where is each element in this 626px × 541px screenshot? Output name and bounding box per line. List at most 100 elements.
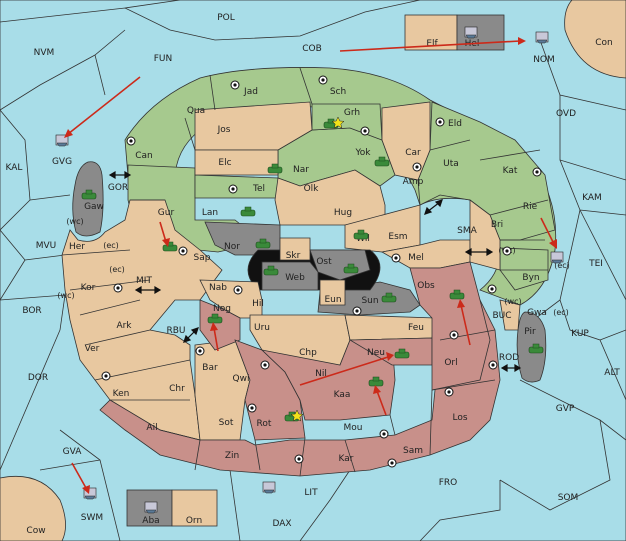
supply-center-icon — [247, 403, 257, 413]
region-eun[interactable] — [319, 279, 346, 306]
label-kup: KUP — [571, 329, 589, 339]
double-arrow-icon — [108, 170, 132, 180]
double-arrow-icon — [183, 327, 199, 343]
label-byn: Byn — [522, 273, 539, 283]
label-rbu: RBU — [166, 326, 185, 336]
fleet-icon — [55, 134, 69, 147]
label-web: Web — [285, 273, 305, 283]
tag-wc-her: (wc) — [66, 217, 83, 226]
region-gwa[interactable] — [499, 299, 521, 331]
label-eun: Eun — [324, 295, 341, 305]
supply-center-icon — [435, 117, 445, 127]
label-gur: Gur — [158, 208, 175, 218]
supply-center-icon — [233, 285, 243, 295]
label-ver: Ver — [85, 344, 100, 354]
fleet-icon — [144, 501, 158, 514]
label-mvu: MVU — [36, 241, 57, 251]
star-markers — [290, 116, 345, 422]
region-con[interactable] — [564, 0, 626, 79]
supply-center-icon — [113, 283, 123, 293]
label-skr: Skr — [286, 251, 301, 261]
label-gor: GOR — [108, 183, 128, 193]
label-ovd: OVD — [556, 109, 576, 119]
label-alt: ALT — [604, 368, 620, 378]
label-sch: Sch — [330, 87, 346, 97]
label-bri: Bri — [491, 220, 503, 230]
region-skr[interactable] — [279, 237, 311, 261]
label-mel: Mel — [408, 253, 424, 263]
arrowhead-icon — [162, 238, 170, 247]
label-gaw: Gaw — [84, 202, 104, 212]
supply-center-icon — [126, 136, 136, 146]
order-arrow — [299, 356, 389, 386]
units — [55, 26, 564, 514]
region-car-amp[interactable] — [381, 101, 431, 181]
order-arrows — [64, 37, 557, 494]
label-car: Car — [405, 148, 421, 158]
supply-center-icon — [195, 346, 205, 356]
label-qwi: Qwi — [233, 374, 250, 384]
label-fro: FRO — [439, 478, 458, 488]
arrowhead-icon — [373, 385, 381, 394]
fleet-icon — [262, 481, 276, 494]
label-hil: Hil — [252, 299, 264, 309]
supply-center-icon — [318, 75, 328, 85]
label-eld: Eld — [448, 119, 462, 129]
tag-ec-rie: (ec) — [554, 261, 570, 270]
sea-labels: POL NVM FUN COB NOM Con OVD KAL GVG GOR … — [6, 13, 621, 536]
label-nog: Nog — [213, 304, 231, 314]
label-ark: Ark — [116, 321, 132, 331]
region-elc[interactable] — [194, 149, 279, 176]
label-lan: Lan — [202, 208, 218, 218]
fleet-icon — [535, 31, 549, 44]
label-dor: DOR — [28, 373, 48, 383]
arrowhead-icon — [64, 129, 73, 138]
region-jos[interactable] — [194, 101, 313, 151]
army-icon — [255, 238, 271, 249]
army-icon — [343, 263, 359, 274]
label-orl: Orl — [444, 358, 457, 368]
supply-center-icon — [502, 246, 512, 256]
label-yok: Yok — [354, 148, 371, 158]
tag-ec-gwa: (ec) — [553, 308, 569, 317]
order-arrow — [159, 221, 167, 243]
supply-center-icon — [391, 253, 401, 263]
label-kat: Kat — [503, 166, 518, 176]
label-swm: SWM — [81, 513, 103, 523]
order-arrow — [67, 76, 141, 135]
supply-center-icon — [178, 246, 188, 256]
army-icon — [368, 376, 384, 387]
fleet-icon — [464, 26, 478, 39]
label-gva: GVA — [63, 447, 83, 457]
label-gvg: GVG — [52, 157, 72, 167]
arrowhead-icon — [549, 239, 557, 249]
region-cow[interactable] — [0, 475, 66, 541]
army-icon — [449, 289, 465, 300]
label-nom: NOM — [533, 55, 555, 65]
double-arrow-icon — [134, 285, 162, 295]
arrowhead-icon — [457, 299, 465, 308]
region-olk-hug[interactable] — [274, 169, 386, 226]
label-rie: Rie — [523, 202, 538, 212]
region-orn[interactable] — [171, 489, 218, 527]
arrowhead-icon — [210, 322, 218, 331]
label-elf: Elf — [426, 39, 438, 49]
label-aba: Aba — [142, 516, 159, 526]
star-icon — [331, 116, 345, 129]
fleet-icon — [550, 251, 564, 264]
region-nog[interactable] — [199, 299, 241, 351]
region-obs-orl[interactable] — [409, 261, 491, 391]
army-icon — [528, 343, 544, 354]
army-icon — [374, 156, 390, 167]
label-uru: Uru — [254, 323, 270, 333]
label-kaa: Kaa — [334, 390, 351, 400]
army-icon — [81, 189, 97, 200]
label-nil: Nil — [315, 369, 327, 379]
order-arrow — [376, 390, 387, 416]
label-fun: FUN — [154, 54, 173, 64]
label-sun: Sun — [361, 296, 378, 306]
land-boundaries — [61, 67, 549, 477]
label-kar: Kar — [339, 454, 354, 464]
label-ken: Ken — [113, 389, 130, 399]
